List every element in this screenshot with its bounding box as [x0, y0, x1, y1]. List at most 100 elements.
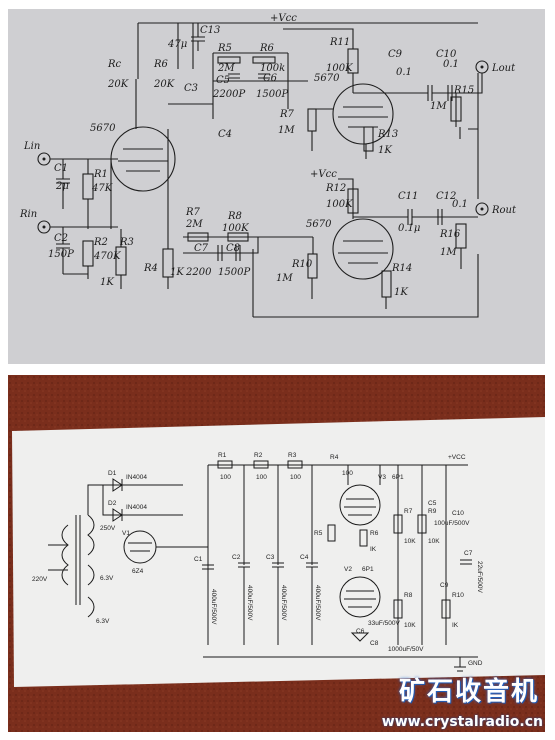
- label-r4: R4: [143, 263, 158, 274]
- ps-c2: C2: [232, 554, 241, 561]
- label-c13: C13: [200, 25, 220, 36]
- label-r7-upper: R7: [279, 109, 295, 120]
- ps-c7-value: 22uF/500V: [476, 561, 483, 593]
- ps-r2-value: 100: [256, 474, 267, 481]
- ps-tube-v2-part: 6P1: [362, 566, 374, 573]
- label-r3-value: 1K: [100, 277, 114, 288]
- label-c11-value: 0.1μ: [398, 223, 420, 234]
- label-c4: C4: [218, 129, 232, 140]
- output-label-right: Rout: [491, 205, 517, 216]
- ps-diode-1-part: IN4004: [126, 474, 147, 481]
- watermark-url: www.crystalradio.cn: [381, 714, 543, 730]
- ps-c4: C4: [300, 554, 309, 561]
- ps-c1: C1: [194, 556, 203, 563]
- tube-label-input: 5670: [90, 123, 116, 134]
- ps-r1: R1: [218, 452, 227, 459]
- ps-r7-value: 10K: [404, 538, 416, 545]
- ps-c8-value: 1000uF/50V: [388, 646, 424, 653]
- label-r10-value: 1M: [276, 273, 293, 284]
- label-r6-value: 100k: [260, 63, 285, 74]
- ps-c8: C8: [370, 640, 379, 647]
- label-r5-value: 2M: [217, 63, 235, 74]
- ps-supply-label: +VCC: [448, 454, 466, 461]
- ps-c9: C9: [440, 582, 449, 589]
- label-c12: C12: [436, 191, 456, 202]
- label-c1-value: 2μ: [55, 181, 69, 192]
- label-c6-value: 1500P: [256, 89, 288, 100]
- label-rc-value: 20K: [107, 79, 129, 90]
- tube-label-upper: 5670: [314, 73, 340, 84]
- label-r7-upper-value: 1M: [278, 125, 295, 136]
- label-c7: C7: [194, 243, 209, 254]
- label-r2-value: 470K: [93, 251, 121, 262]
- ps-winding-heater-2: 6.3V: [96, 618, 110, 625]
- label-rc: Rc: [107, 59, 122, 70]
- label-c9: C9: [388, 49, 403, 60]
- output-label-left: Lout: [491, 63, 516, 74]
- ps-r6: R6: [370, 530, 379, 537]
- ps-c6-value: 33uF/500V: [368, 620, 400, 627]
- label-r15: R15: [453, 85, 474, 96]
- label-c5: C5: [216, 75, 230, 86]
- ps-r4-value: 100: [342, 470, 353, 477]
- ps-c6: C6: [356, 628, 365, 635]
- label-r6: R6: [259, 43, 275, 54]
- label-r14-value: 1K: [394, 287, 408, 298]
- ps-r2: R2: [254, 452, 263, 459]
- ps-rectifier: V1: [122, 530, 130, 537]
- ps-winding-hv: 250V: [100, 525, 116, 532]
- power-supply-drawing: +VCC GND 220V 250V 6.3V 6.3V D1 IN4004 D…: [8, 375, 545, 732]
- ps-r7: R7: [404, 508, 413, 515]
- ps-c3-value: 400uF/500V: [280, 585, 287, 621]
- label-r5: R5: [217, 43, 232, 54]
- label-c1: C1: [54, 163, 68, 174]
- preamp-schematic-drawing: +Vcc C13 47μ R5 2M R6 100k C5 C6 2200P 1…: [8, 9, 545, 364]
- ps-c1-value: 400uF/500V: [210, 589, 217, 625]
- label-r2: R2: [93, 237, 108, 248]
- label-c10-value: 0.1: [443, 59, 459, 70]
- ps-c4-value: 400uF/500V: [314, 585, 321, 621]
- label-c5-value: 2200P: [212, 89, 245, 100]
- ps-c2-value: 400uF/500V: [246, 585, 253, 621]
- supply-label-lower-stage: +Vcc: [310, 169, 337, 180]
- ps-diode-1: D1: [108, 470, 117, 477]
- label-c3: C3: [184, 83, 198, 94]
- label-r1-value: 47K: [91, 183, 113, 194]
- label-r1: R1: [93, 169, 108, 180]
- ps-ground-label: GND: [468, 660, 483, 667]
- ps-c10: C10: [452, 510, 464, 517]
- ps-c7: C7: [464, 550, 473, 557]
- label-r3: R3: [119, 237, 134, 248]
- ps-tube-v3: V3: [378, 474, 386, 481]
- label-c7-value: 2200: [185, 267, 212, 278]
- label-r8-value: 100K: [222, 223, 249, 234]
- printed-power-supply-schematic: +VCC GND 220V 250V 6.3V 6.3V D1 IN4004 D…: [8, 375, 545, 732]
- ps-tube-v3-part: 6P1: [392, 474, 404, 481]
- label-r4-value: 1K: [170, 267, 184, 278]
- label-r8: R8: [227, 211, 242, 222]
- ps-rectifier-part: 6Z4: [132, 568, 144, 575]
- label-c2-value: 150P: [48, 249, 74, 260]
- ps-r8-value: 10K: [404, 622, 416, 629]
- tube-label-lower: 5670: [306, 219, 332, 230]
- label-r7: R7: [185, 207, 201, 218]
- input-label-left: Lin: [23, 141, 40, 152]
- watermark-brand: 矿石收音机: [398, 677, 539, 707]
- label-r7-value: 2M: [185, 219, 203, 230]
- label-r11-value: 100K: [326, 63, 353, 74]
- ps-c5: C5: [428, 500, 437, 507]
- label-c8: C8: [226, 243, 240, 254]
- label-r6b-value: 20K: [153, 79, 175, 90]
- label-r15-value: 1M: [430, 101, 447, 112]
- label-c10: C10: [436, 49, 457, 60]
- ps-r9: R9: [428, 508, 437, 515]
- handdrawn-preamp-schematic: +Vcc C13 47μ R5 2M R6 100k C5 C6 2200P 1…: [8, 9, 545, 364]
- label-c11: C11: [398, 191, 418, 202]
- label-c8-value: 1500P: [218, 267, 250, 278]
- label-r13-value: 1K: [378, 145, 392, 156]
- ps-r9-value: 10K: [428, 538, 440, 545]
- ps-r5: R5: [314, 530, 323, 537]
- input-label-right: Rin: [19, 209, 37, 220]
- label-r13: R13: [377, 129, 398, 140]
- label-r11: R11: [329, 37, 350, 48]
